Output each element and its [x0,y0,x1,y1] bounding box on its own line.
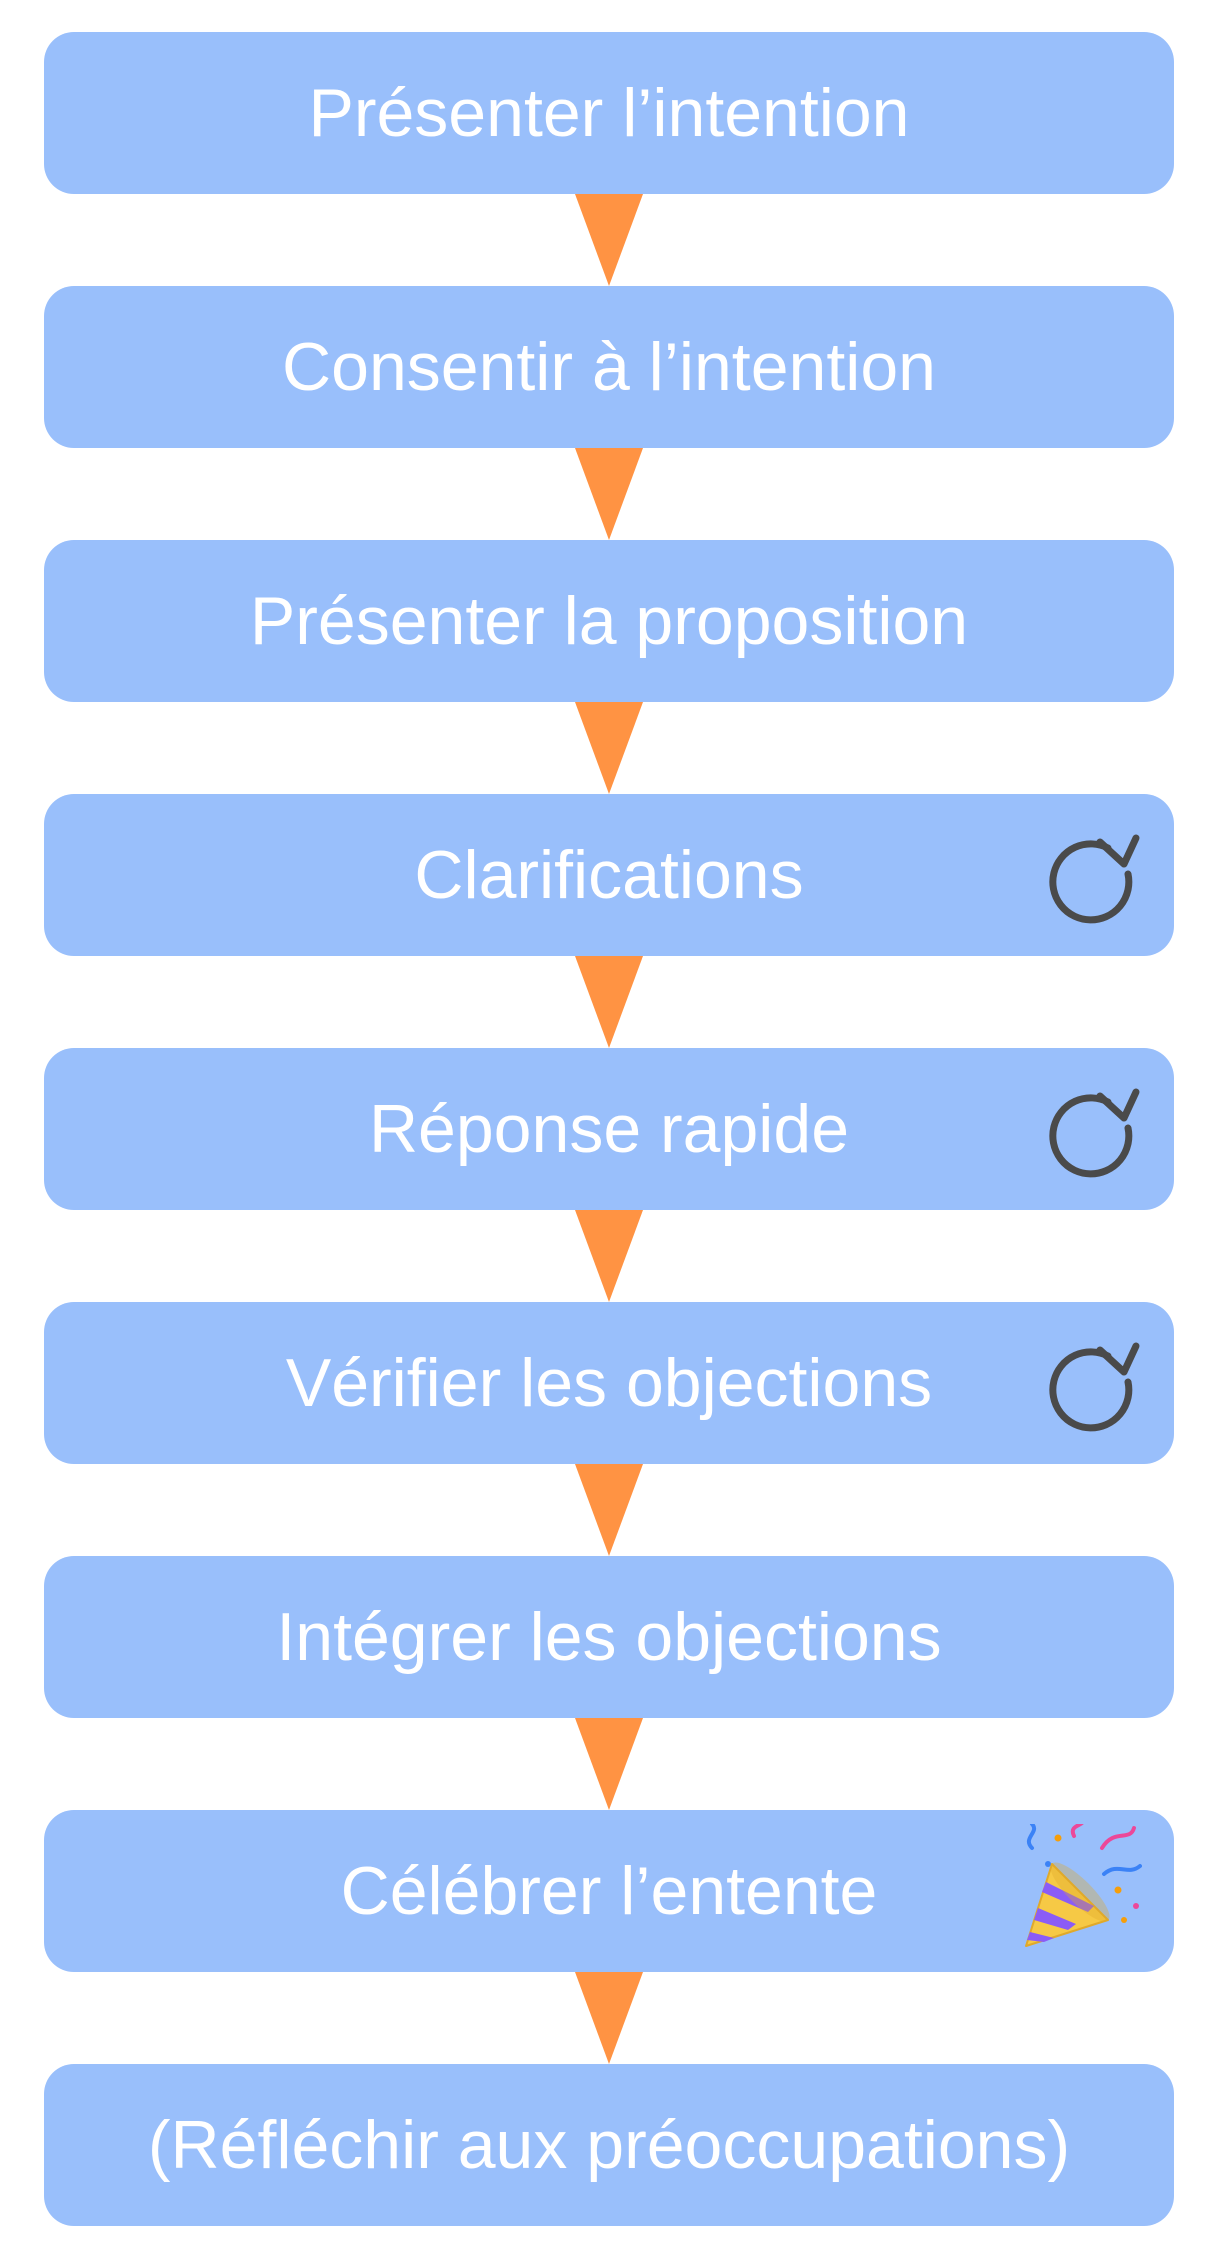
step-label: Intégrer les objections [276,1599,942,1675]
step-box-reponse-rapide: Réponse rapide [44,1048,1174,1210]
repeat-icon [1049,834,1140,924]
down-arrow [575,194,643,286]
step-label: (Réfléchir aux préoccupations) [147,2107,1071,2183]
step-label: Présenter la proposition [249,583,969,659]
party-popper-icon [1025,1824,1142,1947]
down-arrow [575,1464,643,1556]
step-box-presenter-proposition: Présenter la proposition [44,540,1174,702]
down-arrow [575,702,643,794]
step-label: Célébrer l’entente [340,1853,878,1929]
step-box-clarifications: Clarifications [44,794,1174,956]
step-label: Réponse rapide [368,1091,850,1167]
step-box-reflechir-preoccupations: (Réfléchir aux préoccupations) [44,2064,1174,2226]
repeat-icon [1049,1342,1140,1432]
step-box-presenter-intention: Présenter l’intention [44,32,1174,194]
repeat-icon [1049,1088,1140,1178]
down-arrow [575,1718,643,1810]
step-label: Consentir à l’intention [282,329,936,405]
step-box-consentir-intention: Consentir à l’intention [44,286,1174,448]
step-label: Vérifier les objections [285,1345,933,1421]
down-arrow [575,956,643,1048]
step-box-celebrer-entente: Célébrer l’entente [44,1810,1174,1972]
step-label: Clarifications [414,837,804,913]
down-arrow [575,448,643,540]
down-arrow [575,1972,643,2064]
step-box-integrer-objections: Intégrer les objections [44,1556,1174,1718]
down-arrow [575,1210,643,1302]
step-label: Présenter l’intention [308,75,910,151]
step-box-verifier-objections: Vérifier les objections [44,1302,1174,1464]
